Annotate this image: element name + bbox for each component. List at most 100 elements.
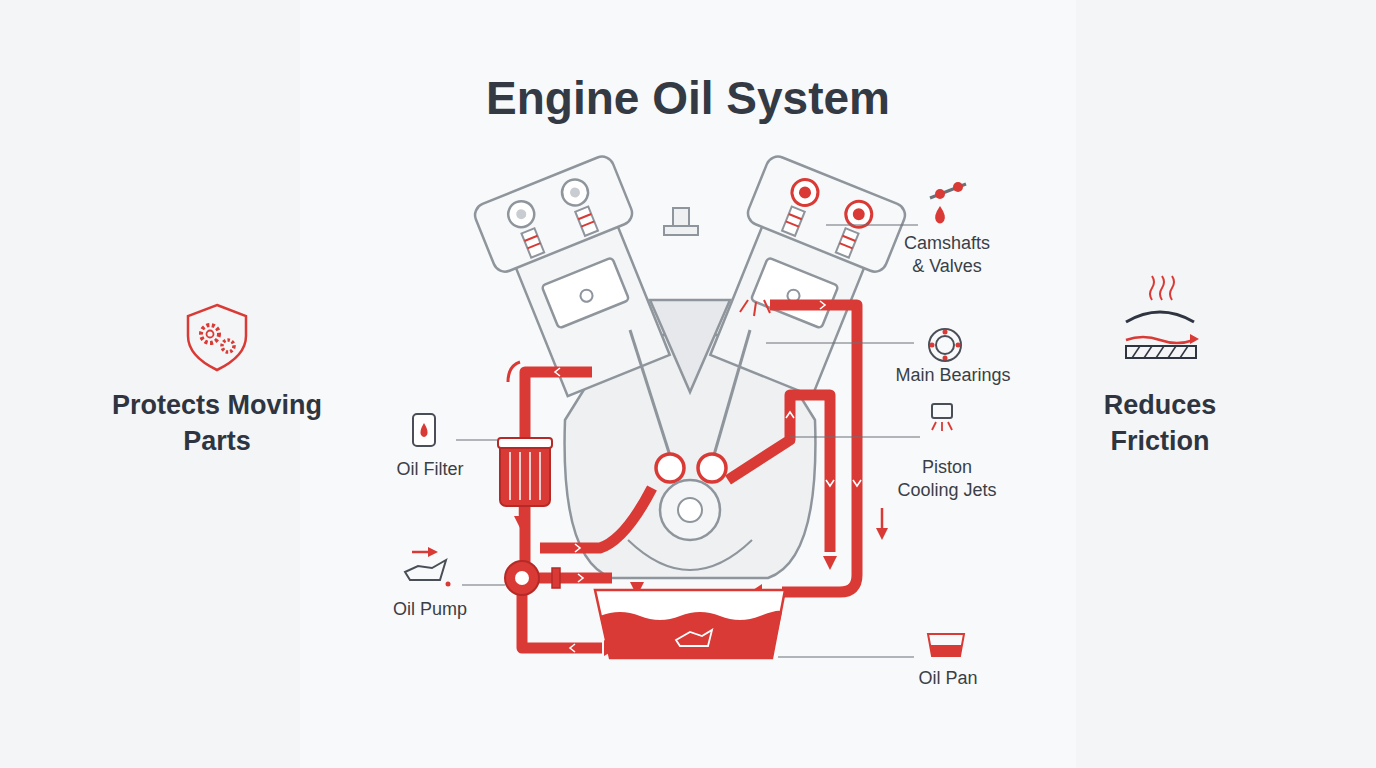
bearing bbox=[656, 454, 684, 482]
flow-indicator bbox=[881, 508, 884, 530]
filter-rib bbox=[539, 452, 541, 500]
oil-spray bbox=[754, 302, 756, 316]
pump-icon-arrowhead bbox=[428, 547, 438, 557]
benefit-heading: Reduces Friction bbox=[1075, 387, 1245, 459]
flow-arrow bbox=[820, 301, 825, 309]
pump-hub bbox=[515, 571, 529, 585]
oil-film-icon bbox=[1126, 337, 1194, 343]
spring-coil bbox=[840, 243, 853, 248]
spring-coil bbox=[527, 243, 540, 248]
gear-icon-hub bbox=[207, 331, 214, 338]
flow-arrow bbox=[786, 412, 794, 418]
flow-arrow bbox=[555, 368, 560, 376]
crankshaft-hub bbox=[678, 498, 702, 522]
hatch-line bbox=[1168, 346, 1176, 358]
piston bbox=[542, 257, 630, 328]
leader-line bbox=[778, 656, 914, 657]
hatch-line bbox=[1156, 346, 1164, 358]
camshaft bbox=[504, 197, 538, 231]
flow-arrowhead bbox=[823, 556, 837, 570]
hatch-line bbox=[1144, 346, 1152, 358]
flow-indicator bbox=[508, 362, 520, 382]
spring-coil bbox=[578, 214, 591, 219]
camshaft-hub bbox=[568, 186, 581, 199]
oil-line bbox=[522, 594, 602, 648]
oil-pan bbox=[595, 590, 785, 658]
valve-spring bbox=[782, 207, 805, 236]
flow-arrow bbox=[578, 574, 583, 582]
oil-line bbox=[538, 573, 612, 584]
bearing-icon bbox=[929, 329, 961, 361]
oil-can-mark bbox=[676, 630, 712, 646]
spring-coil bbox=[843, 236, 856, 241]
spray-icon bbox=[948, 422, 952, 430]
cylinder-head bbox=[744, 153, 908, 275]
leader-line bbox=[462, 584, 505, 585]
pump-icon-arrow bbox=[412, 551, 430, 554]
oil-film-arrowhead bbox=[1190, 334, 1199, 344]
pan-icon-oil bbox=[930, 645, 962, 656]
valve-spring bbox=[575, 207, 598, 236]
pump-flange bbox=[552, 568, 560, 588]
part-label: Camshafts & Valves bbox=[898, 232, 996, 278]
flow-arrow bbox=[853, 480, 861, 486]
part-label: Oil Pump bbox=[360, 598, 500, 621]
oil-spray bbox=[764, 300, 770, 313]
camshaft-icon-lobe bbox=[935, 189, 945, 199]
leader-line bbox=[456, 439, 497, 440]
oil-line bbox=[540, 488, 652, 548]
spray-icon bbox=[941, 422, 943, 431]
heat-icon bbox=[1170, 276, 1174, 300]
bearing bbox=[698, 454, 726, 482]
oil-can-icon bbox=[405, 560, 446, 580]
camshaft-icon-lobe bbox=[953, 182, 963, 192]
oil-line bbox=[728, 395, 830, 552]
surface-icon bbox=[1126, 312, 1194, 322]
bearing-icon-ball bbox=[943, 330, 948, 335]
gear-icon bbox=[222, 340, 234, 352]
oil-level bbox=[600, 611, 782, 658]
spring-coil bbox=[581, 221, 594, 226]
base-icon bbox=[1126, 346, 1196, 358]
oil-spray bbox=[740, 300, 748, 312]
filter-rib bbox=[509, 452, 511, 500]
flow-arrow bbox=[575, 544, 580, 552]
part-label: Oil Filter bbox=[360, 458, 500, 481]
oil-pump bbox=[505, 561, 539, 595]
part-label: Main Bearings bbox=[863, 364, 1043, 387]
benefit-heading: Protects Moving Parts bbox=[97, 387, 337, 459]
bearing-icon-ball bbox=[956, 343, 961, 348]
part-label: Piston Cooling Jets bbox=[894, 456, 1000, 502]
camshaft bbox=[558, 176, 592, 210]
crankshaft bbox=[660, 480, 720, 540]
valve-spring bbox=[836, 228, 859, 257]
leader-line bbox=[826, 224, 918, 225]
valve-spring bbox=[521, 228, 544, 257]
leader-line bbox=[766, 342, 914, 343]
heat-icon bbox=[1160, 276, 1164, 300]
flow-arrow bbox=[826, 480, 834, 486]
camshaft bbox=[842, 197, 876, 231]
connecting-rod bbox=[712, 330, 750, 462]
oil-drop-icon bbox=[935, 206, 945, 224]
flow-arrow bbox=[570, 644, 575, 652]
wrist-pin bbox=[579, 288, 595, 304]
spring-coil bbox=[789, 214, 802, 219]
spray-icon bbox=[932, 422, 936, 430]
hatch-line bbox=[1180, 346, 1188, 358]
filter-cap bbox=[498, 438, 552, 448]
camshaft-hub bbox=[797, 185, 813, 201]
oil-cap-base bbox=[664, 226, 698, 235]
shield-icon bbox=[188, 305, 246, 370]
connecting-rod bbox=[630, 330, 672, 462]
gear-icon bbox=[201, 325, 219, 343]
engine-valley bbox=[650, 300, 730, 392]
bearing-icon-ball bbox=[943, 356, 948, 361]
spring-coil bbox=[786, 221, 799, 226]
diagram-title: Engine Oil System bbox=[288, 70, 1088, 126]
cylinder-head bbox=[471, 153, 635, 275]
piston bbox=[751, 257, 839, 328]
pump-icon-drop bbox=[446, 582, 451, 587]
flow-indicator-head bbox=[876, 528, 888, 540]
